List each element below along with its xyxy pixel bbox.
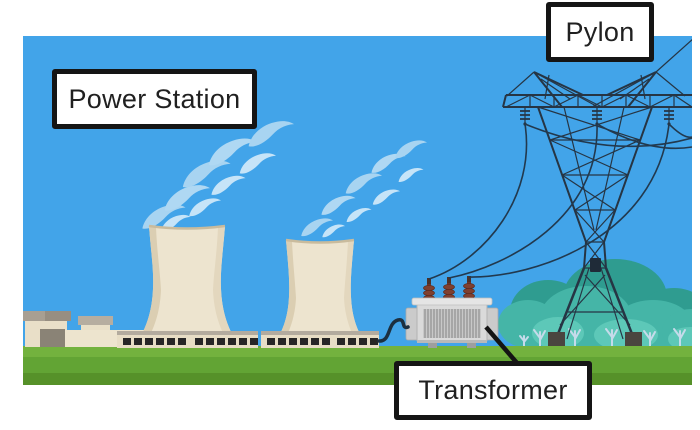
pylon-tower xyxy=(502,38,692,346)
transformer-unit xyxy=(405,276,499,348)
pylon-insulators xyxy=(520,107,674,126)
pylon-label: Pylon xyxy=(546,2,654,62)
label-pointer-line xyxy=(484,325,519,365)
station-cable xyxy=(377,318,410,343)
transformer-label: Transformer xyxy=(394,361,592,420)
power-station-label: Power Station xyxy=(52,69,257,129)
cooling-tower-left xyxy=(138,224,236,341)
cooling-tower-right xyxy=(276,238,364,341)
power-lines xyxy=(428,123,692,280)
station-base-halls xyxy=(117,331,379,348)
